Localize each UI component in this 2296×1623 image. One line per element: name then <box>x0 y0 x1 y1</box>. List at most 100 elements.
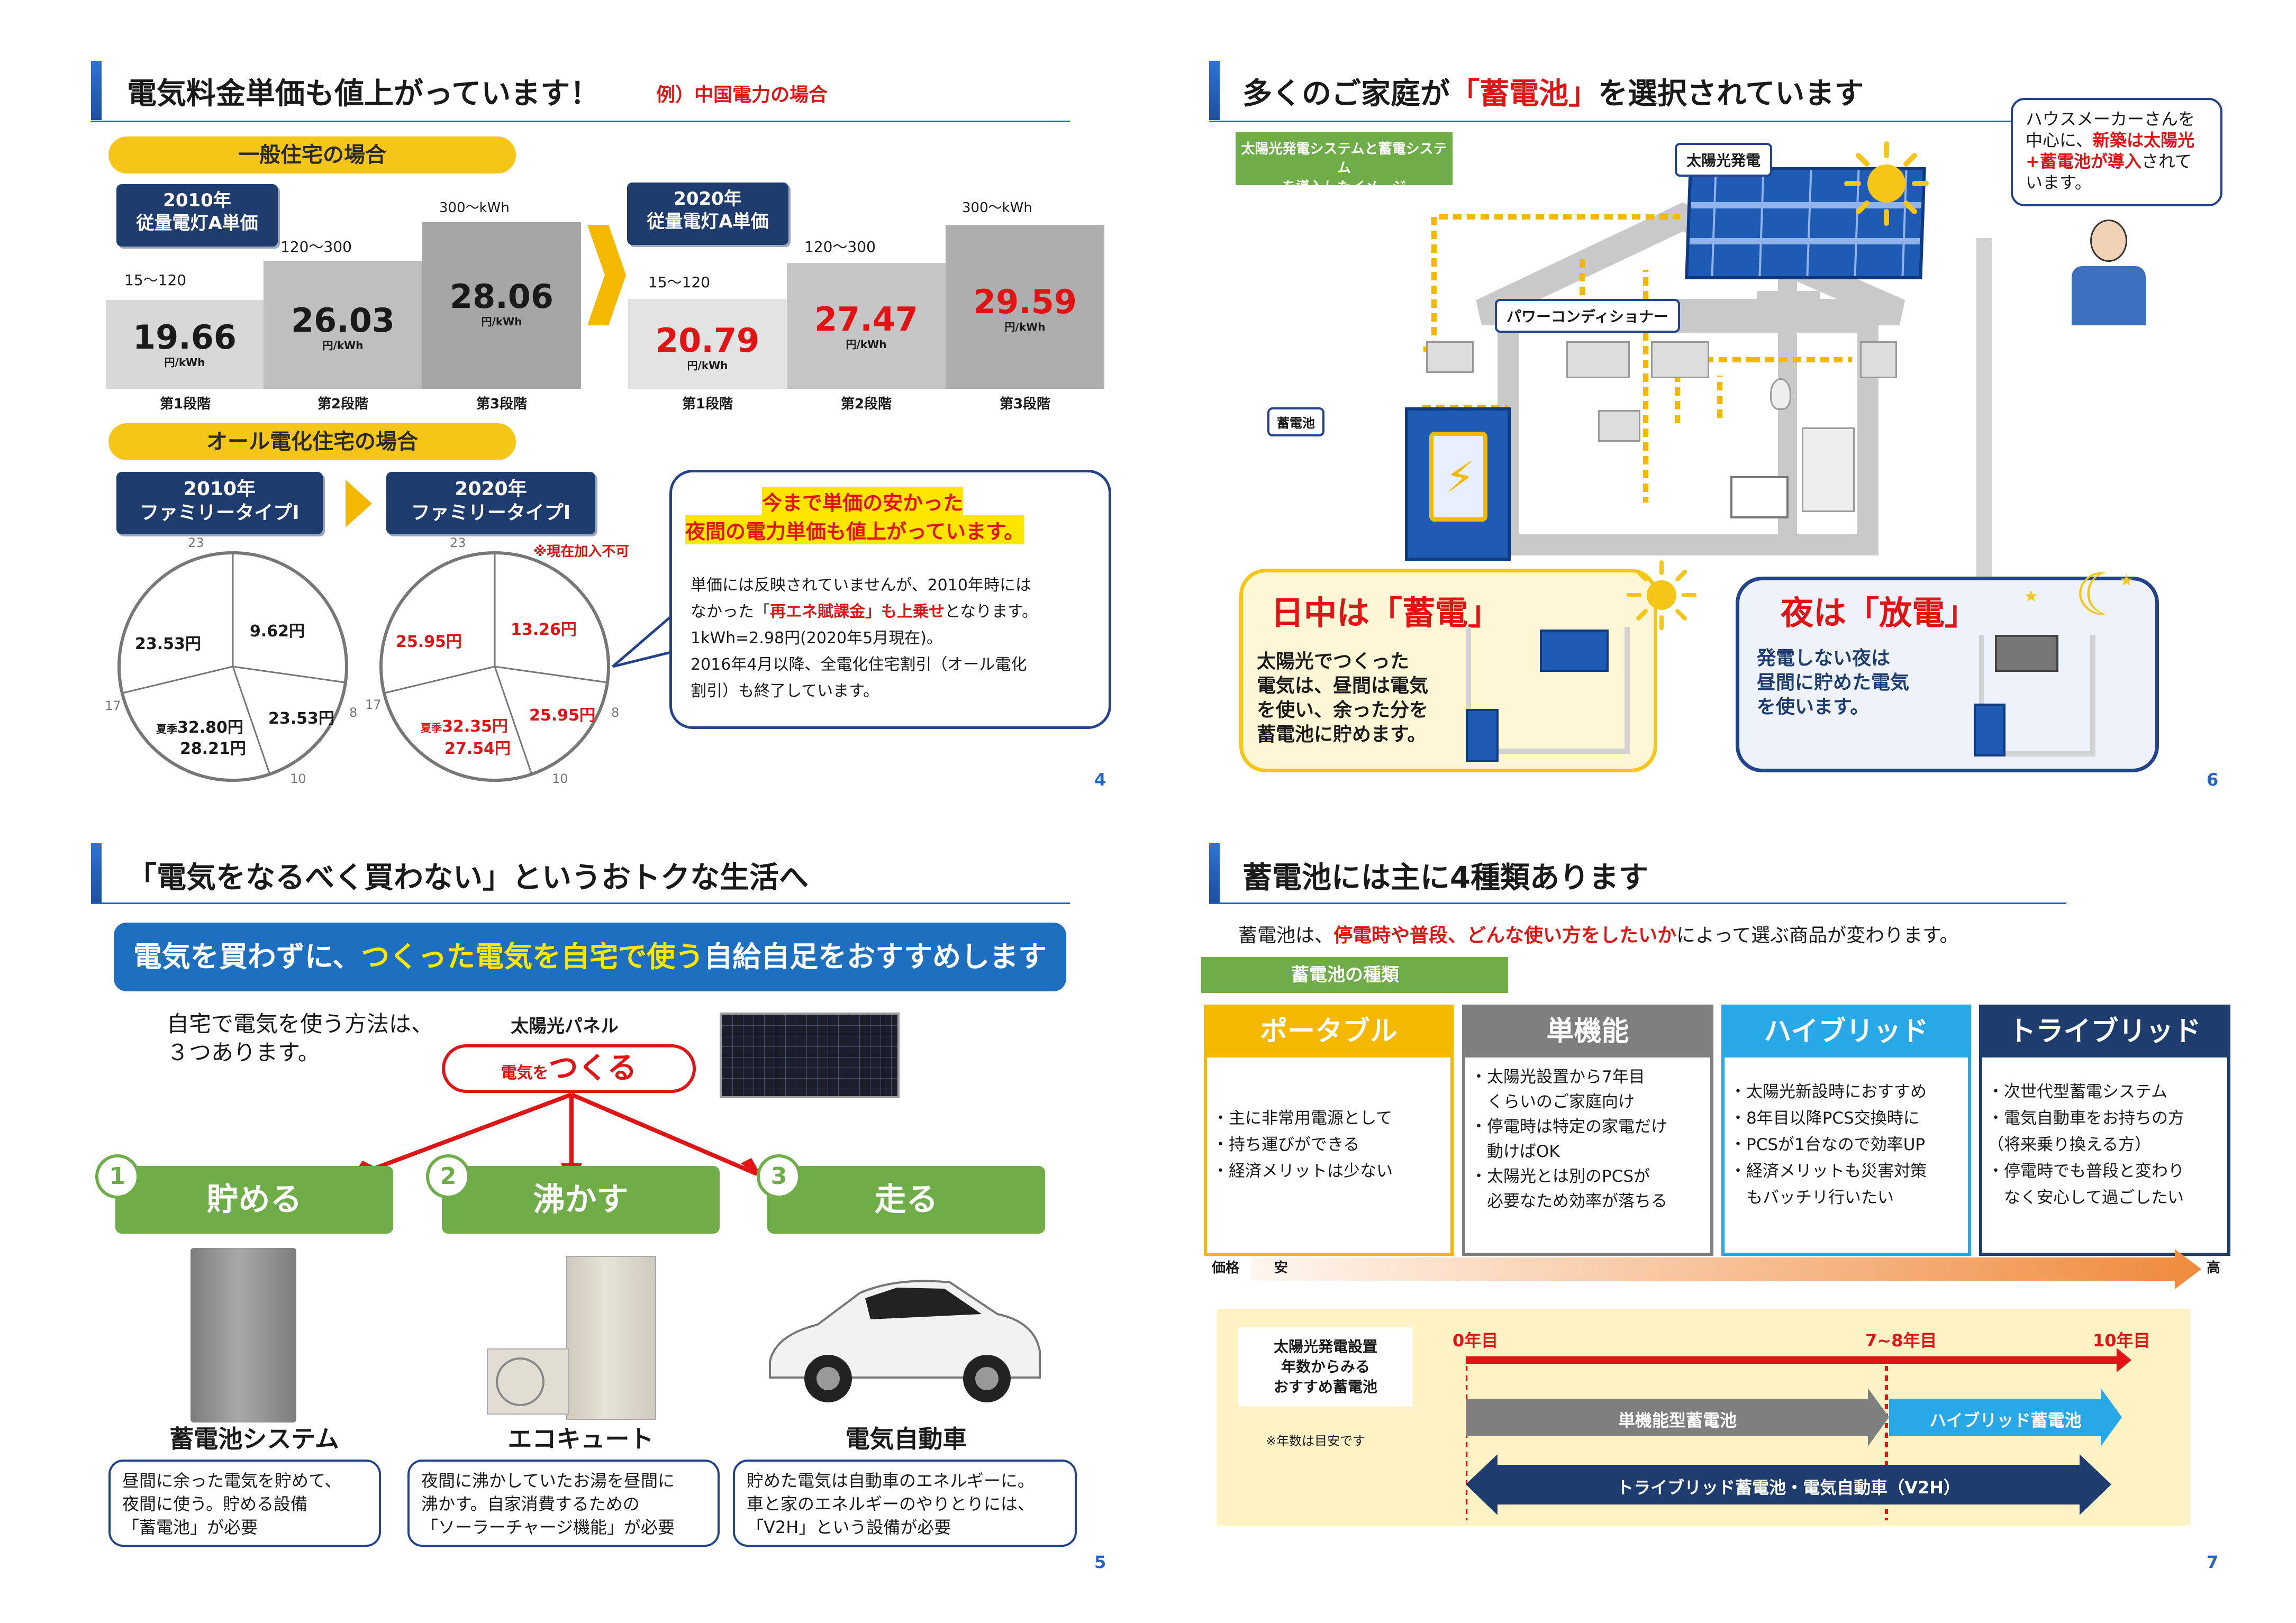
pie-value: 27.54円 <box>444 740 511 758</box>
title-underline <box>1209 121 2066 122</box>
page-title: 蓄電池には主に4種類あります <box>1242 861 1648 895</box>
plan-label: ファミリータイプⅠ <box>411 502 571 524</box>
range-label: 300～kWh <box>439 200 510 216</box>
arrow-right-icon <box>587 225 626 325</box>
clock-label: 17 <box>365 697 382 712</box>
pcs-label: パワーコンディショナー <box>1495 299 1681 333</box>
box-family-2020: 2020年 ファミリータイプⅠ <box>386 472 595 534</box>
method-description: 夜間に沸かしていたお湯を昼間に 沸かす。自家消費するための 「ソーラーチャージ機… <box>407 1460 720 1547</box>
price-value: 20.79 <box>655 321 760 360</box>
price-value: 28.06 <box>449 277 554 316</box>
type-item: 必要なため効率が落ちる <box>1471 1192 1667 1211</box>
summer-label: 夏季 <box>421 722 442 734</box>
intro-emphasis: 停電時や普段、どんな使い方をしたいか <box>1333 925 1677 946</box>
price-unit: 円/kWh <box>846 338 887 351</box>
callout-heading: 今まで単価の安かった <box>762 487 964 516</box>
hybrid-arrow-label: ハイブリッド蓄電池 <box>1929 1410 2082 1430</box>
star-icon: ★ <box>2119 571 2134 590</box>
summer-label: 夏季 <box>156 723 177 735</box>
slide-5: 「電気をなるべく買わない」というおトクな生活へ 電気を買わずに、つくった電気を自… <box>0 812 1148 1623</box>
pie-value: 23.53円 <box>135 635 201 653</box>
year-marker: 10年目 <box>2093 1330 2150 1351</box>
computer-icon <box>1730 476 1789 518</box>
page-number: 5 <box>1094 1552 1106 1572</box>
sun-icon <box>1627 560 1696 630</box>
type-item: ・経済メリットも災害対策 <box>1730 1162 1927 1181</box>
type-item: （将来乗り換える方） <box>1988 1135 2152 1154</box>
tier-label: 第1段階 <box>159 396 211 412</box>
solar-label: 太陽光発電 <box>1675 143 1773 177</box>
tribrid-arrow-label: トライブリッド蓄電池・電気自動車（V2H） <box>1617 1478 1961 1498</box>
range-label: 120～300 <box>280 238 352 256</box>
day-text: 太陽光でつくった 電気は、昼間は電気 を使い、余った分を 蓄電池に貯めます。 <box>1257 651 1429 745</box>
person-icon <box>2072 220 2146 325</box>
pie-summer-value: 夏季32.80円 <box>156 714 243 737</box>
types-label: 蓄電池の種類 <box>1201 957 1508 993</box>
type-portable-header: ポータブル <box>1204 1005 1454 1057</box>
box-family-2010: 2010年 ファミリータイプⅠ <box>116 472 323 534</box>
battery-label: 蓄電池 <box>1267 407 1324 436</box>
title-underline <box>91 121 1070 122</box>
callout-body: 単価には反映されていませんが、2010年時には なかった「再エネ賦課金」も上乗せ… <box>691 572 1038 705</box>
method-number: 3 <box>757 1154 801 1199</box>
clock-label: 10 <box>552 771 568 786</box>
type-item: ・太陽光設置から7年目 <box>1471 1068 1645 1087</box>
type-item: 動けばOK <box>1471 1142 1560 1161</box>
title-part: を選択されています <box>1598 77 1864 111</box>
title-underline <box>91 902 1070 904</box>
type-item: くらいのご家庭向け <box>1471 1092 1635 1111</box>
title-part: 多くのご家庭が <box>1242 77 1450 111</box>
type-item: ・持ち運びができる <box>1212 1135 1360 1154</box>
speech-emphasis: +蓄電池が導入 <box>2026 151 2141 171</box>
type-item: ・経済メリットは少ない <box>1212 1162 1393 1181</box>
price-unit: 円/kWh <box>1004 321 1046 333</box>
price-value: 27.47 <box>814 300 919 339</box>
price-value: 26.03 <box>291 301 395 340</box>
method-description: 貯めた電気は自動車のエネルギーに。 車と家のエネルギーのやりとりには、 「V2H… <box>733 1460 1077 1547</box>
price-low: 安 <box>1274 1260 1288 1276</box>
title-underline <box>1209 902 2066 904</box>
timeline-note: ※年数は目安です <box>1266 1434 1366 1448</box>
pie-value: 13.26円 <box>511 621 577 639</box>
surcharge-text: 再エネ賦課金」も上乗せ <box>770 603 945 621</box>
heat-pump-image <box>487 1348 569 1415</box>
pie-value: 9.62円 <box>250 622 305 641</box>
battery-icon: ⚡ <box>1405 407 1511 561</box>
text-span: によって選ぶ商品が変わります。 <box>1676 925 1959 946</box>
price-value: 19.66 <box>132 318 237 357</box>
clock-label: 17 <box>105 698 121 713</box>
price-bar-2020-tier2: 27.47 円/kWh <box>787 263 946 389</box>
type-single-header: 単機能 <box>1462 1005 1713 1057</box>
type-single-body: ・太陽光設置から7年目 くらいのご家庭向け ・停電時は特定の家電だけ 動けばOK… <box>1462 1057 1713 1256</box>
callout-line: 1kWh=2.98円(2020年5月現在)。 <box>691 629 942 648</box>
method-store-button: 貯める <box>115 1166 393 1234</box>
price-label: 価格 <box>1212 1260 1240 1276</box>
speech-line: います。 <box>2026 172 2092 193</box>
night-text: 発電しない夜は 昼間に貯めた電気 を使います。 <box>1757 648 1910 718</box>
year-label: 2010年 <box>163 190 231 211</box>
slide-7: 蓄電池には主に4種類あります 蓄電池は、停電時や普段、どんな使い方をしたいかによ… <box>1148 812 2296 1623</box>
make-electricity-pill: 電気をつくる <box>442 1044 696 1093</box>
type-item: もバッチリ行いたい <box>1730 1188 1894 1207</box>
arrow-right-icon <box>346 480 372 527</box>
method-description: 昼間に余った電気を貯めて、 夜間に使う。貯める設備 「蓄電池」が必要 <box>108 1460 381 1547</box>
title-emphasis: 「蓄電池」 <box>1450 77 1598 111</box>
type-item: ・太陽光とは別のPCSが <box>1471 1167 1650 1186</box>
page-title: 多くのご家庭が「蓄電池」を選択されています <box>1242 70 1864 113</box>
price-bar-2010-tier2: 26.03 円/kWh <box>264 261 422 389</box>
type-tribrid-header: トライブリッド <box>1979 1005 2230 1057</box>
year-marker: 7~8年目 <box>1865 1330 1937 1351</box>
method-heat-button: 沸かす <box>442 1166 720 1234</box>
tier-label: 第3段階 <box>999 396 1051 412</box>
price-unit: 円/kWh <box>164 356 205 369</box>
controller-icon <box>1598 410 1640 442</box>
type-item: ・停電時は特定の家電だけ <box>1471 1117 1667 1136</box>
price-unit: 円/kWh <box>322 339 364 352</box>
title-accent <box>1209 61 1220 120</box>
clock-label: 23 <box>188 535 204 550</box>
callout-pointer <box>612 609 677 668</box>
method-number: 2 <box>426 1154 470 1199</box>
method-drive-button: 走る <box>767 1166 1045 1234</box>
intro-text: 蓄電池は、停電時や普段、どんな使い方をしたいかによって選ぶ商品が変わります。 <box>1238 920 1959 947</box>
tier-label: 第2段階 <box>317 396 369 412</box>
